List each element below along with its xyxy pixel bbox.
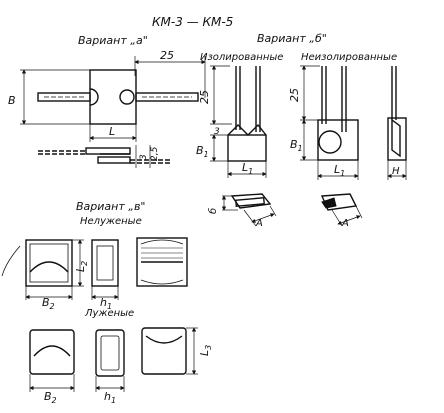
dim-L1-b1: L1 (242, 161, 253, 176)
dim-L2: L2 (74, 261, 89, 272)
untinned-side-view (91, 239, 119, 287)
dim-B1-b1: B1 (196, 144, 209, 159)
tinned-side-view (95, 329, 125, 377)
dim-A-b1: A (255, 218, 263, 229)
dim-lead-length-b1: 25 (198, 90, 211, 104)
dim-L1-b2: L1 (334, 163, 345, 178)
dim-2-5-a: 2,5 (150, 146, 160, 161)
dim-B-a: B (8, 94, 16, 107)
variant-b-insulated-body (227, 134, 267, 162)
variant-b-insulated-label: Изолированные (200, 52, 283, 63)
dim-H: H (392, 166, 400, 177)
dim-3-b: 3 (214, 127, 220, 137)
dim-B1-b2: B1 (290, 138, 303, 153)
dim-L3: L3 (198, 345, 213, 356)
dim-h1-untinned: h1 (100, 296, 112, 311)
variant-b-side-view (387, 117, 407, 161)
variant-b-bottom-right: A (320, 193, 363, 229)
variant-a-label: Вариант „а" (78, 34, 148, 47)
dim-b-thickness: б (207, 208, 219, 214)
dim-B2-untinned: B2 (42, 296, 55, 311)
dim-lead-length-b2: 25 (288, 88, 301, 102)
variant-b-uninsulated-body (317, 119, 359, 161)
dim-h1-tinned: h1 (104, 390, 116, 405)
drawing-title: КМ-3 — КМ-5 (152, 15, 233, 29)
variant-a-body-top (89, 69, 137, 125)
variant-b-bottom-left: б A (207, 193, 277, 229)
untinned-front-view (25, 239, 73, 287)
tinned-front-view (29, 329, 75, 375)
variant-a-group: Вариант „а" 25 B L (8, 34, 206, 168)
variant-v-group: Вариант „в" Нелуженые B2 L2 h1 Луженые (25, 200, 213, 405)
dim-lead-length-a: 25 (160, 49, 174, 62)
untinned-top-view (136, 237, 188, 287)
variant-b-group: Вариант „б" Изолированные Неизолированны… (196, 32, 407, 229)
dim-L-a: L (109, 125, 115, 138)
variant-v-tinned-label: Луженые (84, 308, 134, 319)
tinned-top-view (141, 327, 187, 375)
variant-v-untinned-label: Нелуженые (80, 216, 142, 227)
dim-B2-tinned: B2 (44, 390, 57, 405)
variant-b-label: Вариант „б" (257, 32, 327, 45)
dim-3-a: 3 (139, 154, 149, 160)
variant-v-label: Вариант „в" (76, 200, 146, 213)
scan-edge-mark (1, 245, 21, 277)
dim-A-b2: A (341, 218, 349, 229)
variant-b-uninsulated-label: Неизолированные (301, 52, 397, 63)
